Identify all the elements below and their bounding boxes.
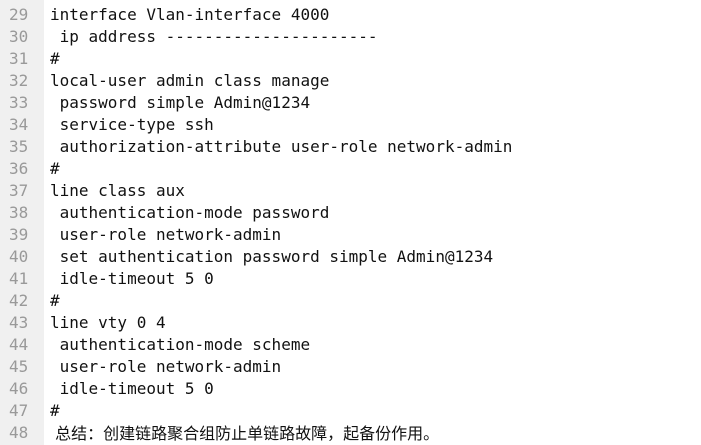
code-line[interactable]: 34 service-type ssh [0,113,701,135]
code-text: user-role network-admin [50,224,282,244]
code-line[interactable]: 42 # [0,289,701,311]
code-text: # [50,48,60,68]
line-number: 29 [9,4,29,24]
line-number: 32 [9,70,29,90]
code-text: idle-timeout 5 0 [50,378,214,398]
code-line[interactable]: 46 idle-timeout 5 0 [0,377,701,399]
code-line[interactable]: 41 idle-timeout 5 0 [0,267,701,289]
line-number: 40 [9,246,29,266]
code-text: # [50,290,60,310]
code-line[interactable]: 37 line class aux [0,179,701,201]
code-line[interactable]: 40 set authentication password simple Ad… [0,245,701,267]
code-text: interface Vlan-interface 4000 [50,4,330,24]
code-line[interactable]: 38 authentication-mode password [0,201,701,223]
code-line[interactable]: 44 authentication-mode scheme [0,333,701,355]
code-line[interactable]: 33 password simple Admin@1234 [0,91,701,113]
line-number: 44 [9,334,29,354]
line-number: 35 [9,136,29,156]
code-text: authentication-mode scheme [50,334,311,354]
code-text: ip address ---------------------- [50,26,378,46]
code-line[interactable]: 32 local-user admin class manage [0,69,701,91]
code-text: line class aux [50,180,185,200]
code-text: line vty 0 4 [50,312,166,332]
line-number-gutter [0,0,44,445]
code-line[interactable]: 48 总结：创建链路聚合组防止单链路故障，起备份作用。 [0,421,701,444]
code-line[interactable]: 43 line vty 0 4 [0,311,701,333]
line-number: 31 [9,48,29,68]
code-line[interactable]: 30 ip address ---------------------- [0,25,701,47]
line-number: 37 [9,180,29,200]
code-text: authentication-mode password [50,202,330,222]
code-text: authorization-attribute user-role networ… [50,136,513,156]
line-number: 30 [9,26,29,46]
summary-comment-text: 总结：创建链路聚合组防止单链路故障，起备份作用。 [50,424,440,443]
line-number: 34 [9,114,29,134]
line-number: 48 [9,422,29,442]
code-line[interactable]: 45 user-role network-admin [0,355,701,377]
line-number: 33 [9,92,29,112]
code-text: user-role network-admin [50,356,282,376]
line-number: 36 [9,158,29,178]
line-number: 45 [9,356,29,376]
code-line[interactable]: 36 # [0,157,701,179]
line-number: 47 [9,400,29,420]
code-text: local-user admin class manage [50,70,330,90]
code-line[interactable]: 47 # [0,399,701,421]
line-number: 42 [9,290,29,310]
code-text: idle-timeout 5 0 [50,268,214,288]
code-text: service-type ssh [50,114,214,134]
line-number: 41 [9,268,29,288]
code-text: # [50,400,60,420]
line-number: 38 [9,202,29,222]
code-text: # [50,158,60,178]
code-line[interactable]: 39 user-role network-admin [0,223,701,245]
line-number: 43 [9,312,29,332]
code-line[interactable]: 29 interface Vlan-interface 4000 [0,3,701,25]
line-number: 46 [9,378,29,398]
code-text: set authentication password simple Admin… [50,246,494,266]
code-line[interactable]: 31 # [0,47,701,69]
code-text: password simple Admin@1234 [50,92,311,112]
line-number: 39 [9,224,29,244]
code-line[interactable]: 35 authorization-attribute user-role net… [0,135,701,157]
